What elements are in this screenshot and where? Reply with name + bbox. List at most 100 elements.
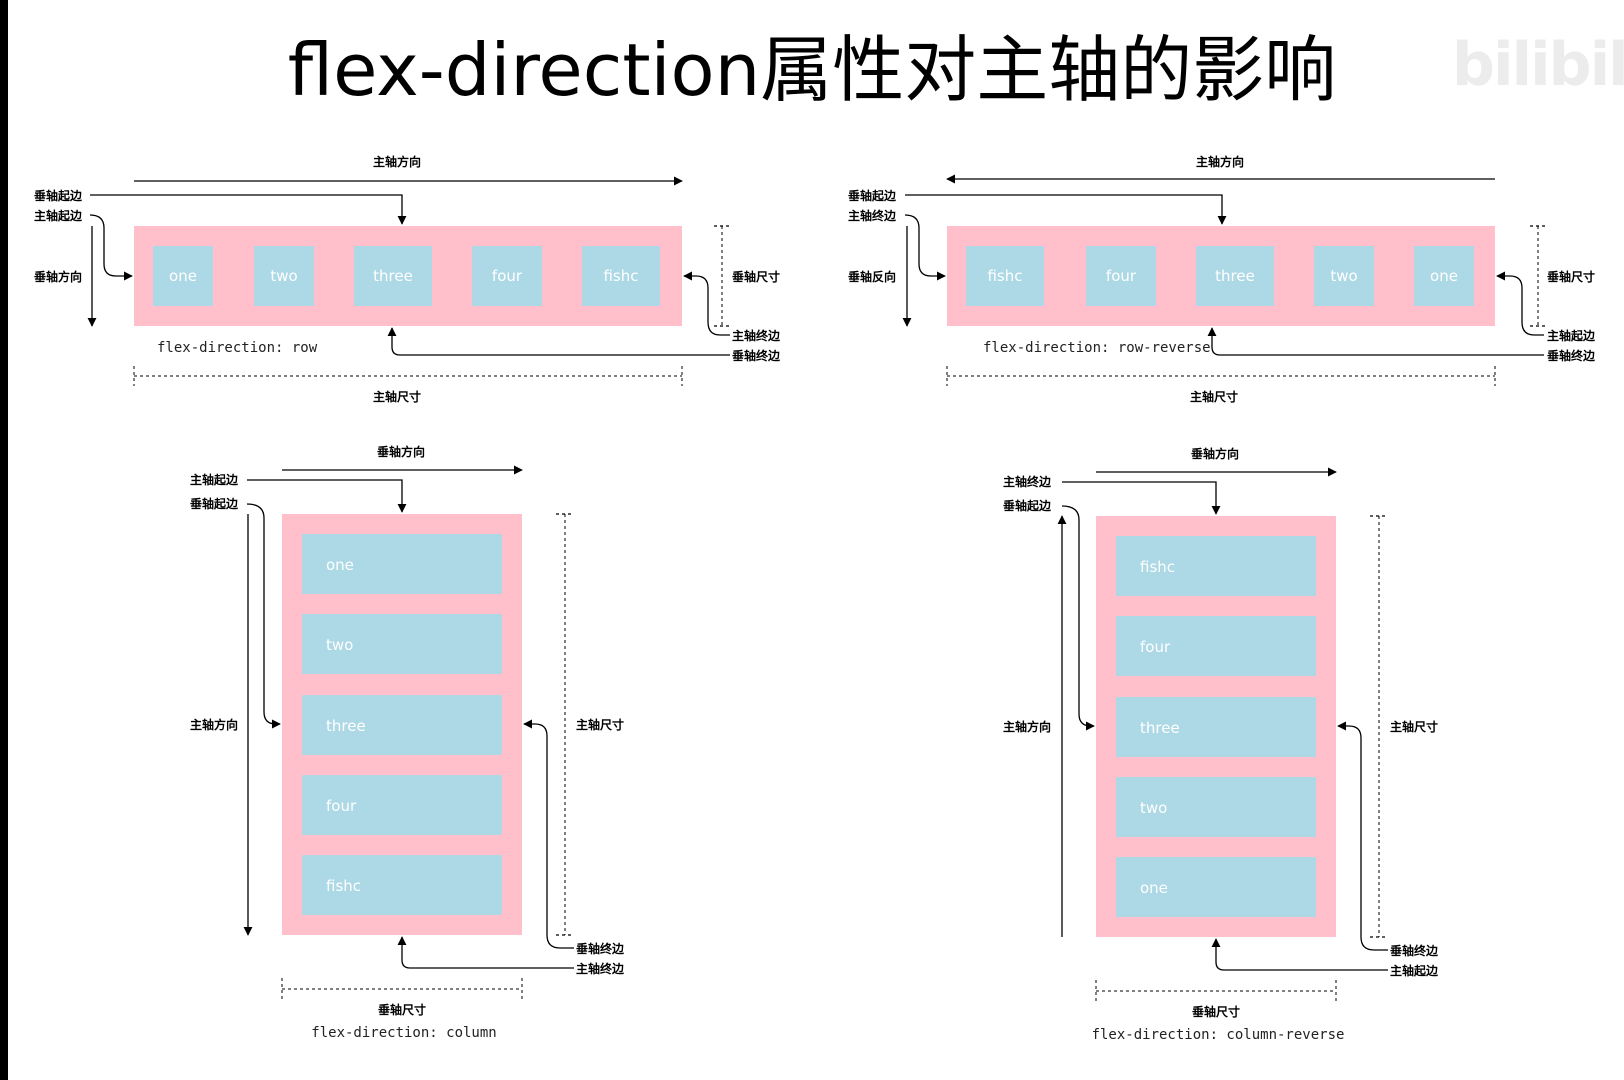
flex-item-label: two: [270, 267, 297, 285]
flex-item: [354, 246, 432, 306]
flex-item: [302, 855, 502, 915]
edge-2-arrow: [904, 214, 946, 281]
label-axis-top: 垂轴方向: [1191, 446, 1239, 461]
flex-item-label: three: [1215, 267, 1255, 285]
flex-item: [1116, 536, 1316, 596]
flex-item: [1086, 246, 1156, 306]
diagram-row-reverse: fishc four three two one 主轴方向 垂轴起边 主轴终边 …: [848, 154, 1596, 404]
label-end-2: 主轴终边: [576, 961, 625, 976]
label-end-2: 垂轴终边: [732, 348, 781, 363]
flex-item-label: three: [326, 717, 366, 735]
edge-1-arrow: [905, 194, 1227, 225]
diagram-column: one two three four fishc 垂轴方向 主轴起边 垂轴起边 …: [190, 444, 625, 1041]
label-size-bottom: 主轴尺寸: [373, 389, 421, 404]
flex-item-label: one: [1430, 267, 1458, 285]
label-end-2: 垂轴终边: [1547, 348, 1596, 363]
flex-item: [1116, 697, 1316, 757]
label-end-1: 主轴起边: [1547, 328, 1596, 343]
end-1-arrow: [523, 719, 574, 949]
flex-item-label: four: [1140, 638, 1171, 656]
caption-row-reverse: flex-direction: row-reverse: [983, 340, 1211, 356]
end-1-arrow: [1337, 721, 1388, 951]
label-edge-2: 主轴终边: [848, 208, 897, 223]
flex-item: [1314, 246, 1374, 306]
flex-item-label: three: [373, 267, 413, 285]
flex-item: [966, 246, 1044, 306]
flex-item: [1116, 857, 1316, 917]
caption-row: flex-direction: row: [157, 340, 318, 356]
flex-items-row-reverse: fishc four three two one: [966, 246, 1474, 306]
flex-item-label: fishc: [326, 877, 361, 895]
edge-1-arrow: [1062, 481, 1221, 515]
end-2-arrow: [397, 936, 574, 969]
edge-1-arrow: [90, 194, 407, 225]
label-axis-top: 垂轴方向: [377, 444, 425, 459]
flex-items-column: one two three four fishc: [302, 534, 502, 915]
label-edge-2: 垂轴起边: [190, 496, 239, 511]
flex-item-label: two: [326, 636, 353, 654]
label-end-1: 垂轴终边: [576, 941, 625, 956]
flex-item: [302, 695, 502, 755]
diagram-column-reverse: fishc four three two one 垂轴方向 主轴终边 垂轴起边 …: [1003, 446, 1439, 1043]
flex-item-label: fishc: [987, 267, 1022, 285]
edge-2-arrow: [89, 214, 133, 281]
end-2-arrow: [1207, 327, 1544, 356]
label-side-direction: 垂轴方向: [34, 269, 82, 284]
label-edge-1: 主轴起边: [190, 472, 239, 487]
edge-2-arrow: [246, 503, 281, 729]
flex-item-label: four: [492, 267, 523, 285]
flex-item: [1414, 246, 1474, 306]
label-side-direction: 主轴方向: [190, 717, 238, 732]
flex-items-row: one two three four fishc: [153, 246, 660, 306]
edge-2-arrow: [1061, 505, 1095, 731]
flex-item: [1196, 246, 1274, 306]
label-size-right: 垂轴尺寸: [1547, 269, 1595, 284]
flex-item-label: one: [169, 267, 197, 285]
label-size-bottom: 主轴尺寸: [1190, 389, 1238, 404]
caption-column: flex-direction: column: [311, 1025, 496, 1041]
page-title: flex-direction属性对主轴的影响: [287, 28, 1337, 112]
label-edge-1: 垂轴起边: [34, 188, 83, 203]
label-axis-top: 主轴方向: [1196, 154, 1244, 169]
label-size-bottom: 垂轴尺寸: [378, 1002, 426, 1017]
bilibili-watermark-logo: bilibili: [1452, 30, 1624, 100]
label-end-1: 垂轴终边: [1390, 943, 1439, 958]
flex-item: [302, 534, 502, 594]
label-size-right: 主轴尺寸: [1390, 719, 1438, 734]
caption-column-reverse: flex-direction: column-reverse: [1092, 1027, 1345, 1043]
flex-item: [1116, 616, 1316, 676]
label-edge-1: 垂轴起边: [848, 188, 897, 203]
end-1-arrow: [1496, 271, 1544, 336]
left-edge-bar: [0, 0, 8, 1080]
flex-item: [472, 246, 542, 306]
flex-item: [582, 246, 660, 306]
flex-item: [254, 246, 314, 306]
end-1-arrow: [683, 271, 730, 336]
edge-1-arrow: [247, 479, 407, 513]
flex-item: [302, 614, 502, 674]
flex-item-label: one: [326, 556, 354, 574]
label-end-1: 主轴终边: [732, 328, 781, 343]
end-2-arrow: [1211, 938, 1388, 971]
flex-item-label: two: [1330, 267, 1357, 285]
flex-item-label: fishc: [603, 267, 638, 285]
flex-items-column-reverse: fishc four three two one: [1116, 536, 1316, 917]
label-size-bottom: 垂轴尺寸: [1192, 1004, 1240, 1019]
label-side-direction: 主轴方向: [1003, 719, 1051, 734]
flex-item-label: fishc: [1140, 558, 1175, 576]
label-axis-top: 主轴方向: [373, 154, 421, 169]
flex-item-label: four: [326, 797, 357, 815]
flex-item-label: four: [1106, 267, 1137, 285]
label-edge-2: 垂轴起边: [1003, 498, 1052, 513]
diagram-row: one two three four fishc 主轴方向 垂轴起边 主轴起边 …: [34, 154, 781, 404]
label-side-direction: 垂轴反向: [848, 269, 896, 284]
flex-item: [1116, 777, 1316, 837]
label-end-2: 主轴起边: [1390, 963, 1439, 978]
label-edge-1: 主轴终边: [1003, 474, 1052, 489]
label-size-right: 主轴尺寸: [576, 717, 624, 732]
label-size-right: 垂轴尺寸: [732, 269, 780, 284]
flex-item-label: one: [1140, 879, 1168, 897]
label-edge-2: 主轴起边: [34, 208, 83, 223]
flex-item-label: three: [1140, 719, 1180, 737]
